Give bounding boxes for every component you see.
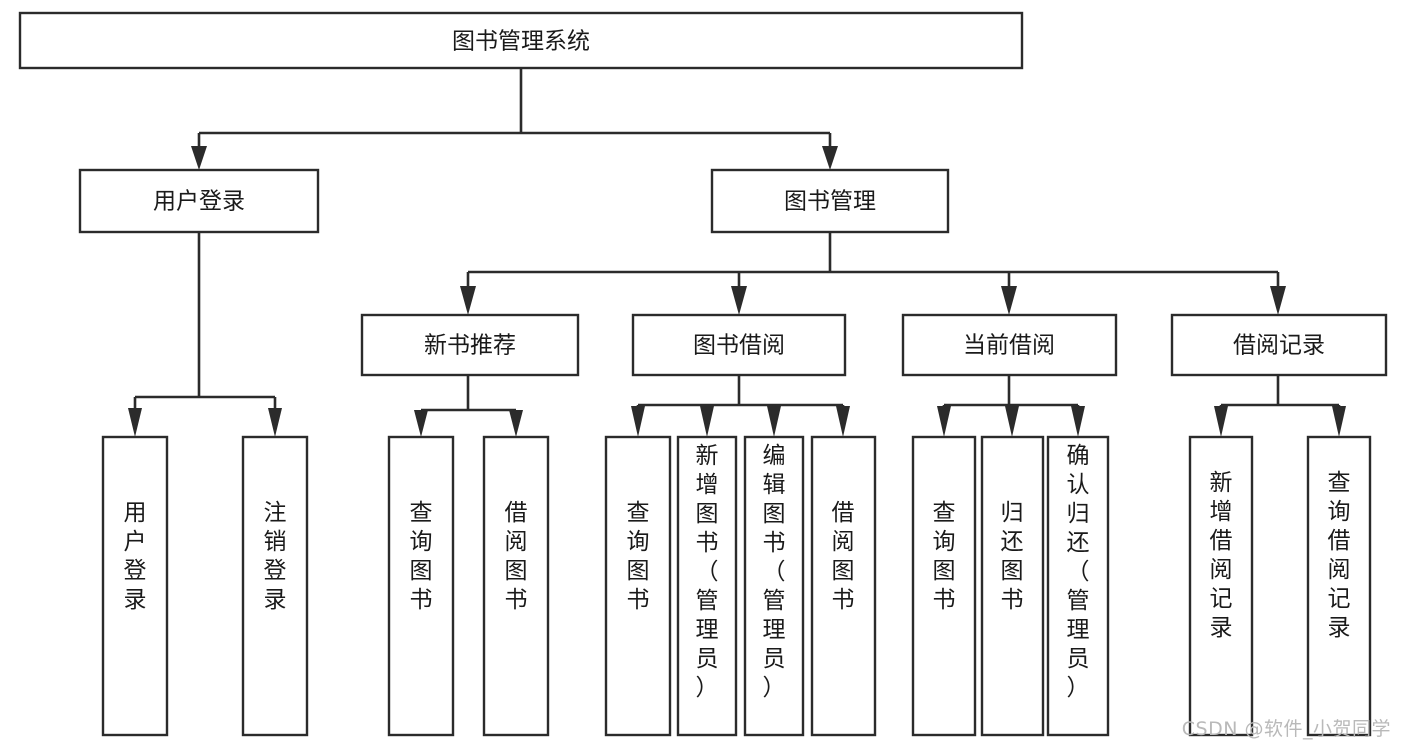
leaf-edit-book-admin-label: 编辑图书（管理员） xyxy=(763,443,786,701)
arrow-root-to-book-mgmt xyxy=(822,146,838,170)
book-borrow-box[interactable] xyxy=(631,313,847,377)
arrow-current-to-leaf3 xyxy=(1071,406,1085,437)
leaf-logout-label: 注销登录 xyxy=(264,500,287,613)
leaf-query-book-borrow[interactable]: 查询图书 xyxy=(604,435,672,737)
arrow-current-to-leaf1 xyxy=(937,406,951,437)
arrow-root-to-user-login xyxy=(191,146,207,170)
book-borrow-label: 图书借阅 xyxy=(693,333,785,359)
leaf-query-book-current-box[interactable] xyxy=(911,435,977,737)
arrow-userlogin-to-leaf1 xyxy=(128,408,142,437)
arrow-bookmgmt-to-current xyxy=(1001,286,1017,315)
borrow-record-label: 借阅记录 xyxy=(1233,333,1325,359)
leaf-add-borrow-record-box[interactable] xyxy=(1188,435,1254,737)
node-new-book-recommend[interactable]: 新书推荐 xyxy=(360,313,580,377)
leaf-user-login-label: 用户登录 xyxy=(124,500,147,613)
arrow-record-to-leaf1 xyxy=(1214,406,1228,437)
leaf-borrow-book-recommend-box[interactable] xyxy=(482,435,550,737)
node-current-borrow[interactable]: 当前借阅 xyxy=(901,313,1118,377)
arrow-bookmgmt-to-record xyxy=(1270,286,1286,315)
borrow-record-box[interactable] xyxy=(1170,313,1388,377)
book-management-box[interactable] xyxy=(710,168,950,234)
book-management-label: 图书管理 xyxy=(784,189,876,215)
arrow-current-to-leaf2 xyxy=(1005,406,1019,437)
leaf-borrow-book-recommend-label: 借阅图书 xyxy=(505,500,528,613)
leaf-borrow-book-recommend[interactable]: 借阅图书 xyxy=(482,435,550,737)
leaf-query-book-borrow-box[interactable] xyxy=(604,435,672,737)
leaf-add-book-admin-label: 新增图书（管理员） xyxy=(696,443,719,701)
arrow-borrow-to-leaf4 xyxy=(836,406,850,437)
node-book-borrow[interactable]: 图书借阅 xyxy=(631,313,847,377)
root-label: 图书管理系统 xyxy=(452,29,590,55)
leaf-borrow-book-box[interactable] xyxy=(810,435,877,737)
leaf-query-book-recommend[interactable]: 查询图书 xyxy=(387,435,455,737)
current-borrow-box[interactable] xyxy=(901,313,1118,377)
leaf-add-borrow-record-label: 新增借阅记录 xyxy=(1210,470,1233,641)
leaf-query-book-current[interactable]: 查询图书 xyxy=(911,435,977,737)
arrow-borrow-to-leaf1 xyxy=(631,406,645,437)
leaf-logout-box[interactable] xyxy=(241,435,309,737)
arrow-newbook-to-leaf1 xyxy=(414,410,428,437)
new-book-recommend-box[interactable] xyxy=(360,313,580,377)
leaf-add-book-admin-box[interactable] xyxy=(676,435,738,737)
leaf-confirm-return-admin[interactable]: 确认归还（管理员） xyxy=(1046,435,1110,737)
new-book-recommend-label: 新书推荐 xyxy=(424,333,516,359)
arrow-borrow-to-leaf3 xyxy=(767,406,781,437)
leaf-edit-book-admin-box[interactable] xyxy=(743,435,805,737)
leaf-query-book-recommend-box[interactable] xyxy=(387,435,455,737)
user-login-box[interactable] xyxy=(78,168,320,234)
arrow-borrow-to-leaf2 xyxy=(700,406,714,437)
leaf-query-book-current-label: 查询图书 xyxy=(933,500,956,613)
arrow-bookmgmt-to-borrow xyxy=(731,286,747,315)
leaf-query-book-borrow-label: 查询图书 xyxy=(627,500,650,613)
leaf-confirm-return-admin-label: 确认归还（管理员） xyxy=(1067,443,1090,701)
node-borrow-record[interactable]: 借阅记录 xyxy=(1170,313,1388,377)
leaf-edit-book-admin[interactable]: 编辑图书（管理员） xyxy=(743,435,805,737)
leaf-confirm-return-admin-box[interactable] xyxy=(1046,435,1110,737)
root-box[interactable] xyxy=(18,11,1024,70)
connector-layer xyxy=(128,68,1346,437)
leaf-return-book-label: 归还图书 xyxy=(1001,500,1024,613)
arrow-bookmgmt-to-newbook xyxy=(460,286,476,315)
current-borrow-label: 当前借阅 xyxy=(963,333,1055,359)
leaf-add-borrow-record[interactable]: 新增借阅记录 xyxy=(1188,435,1254,737)
arrow-newbook-to-leaf2 xyxy=(509,410,523,437)
leaf-query-borrow-record-box[interactable] xyxy=(1306,435,1372,737)
leaf-query-borrow-record[interactable]: 查询借阅记录 xyxy=(1306,435,1372,737)
arrow-userlogin-to-leaf2 xyxy=(268,408,282,437)
node-root-system[interactable]: 图书管理系统 xyxy=(18,11,1024,70)
leaf-query-book-recommend-label: 查询图书 xyxy=(410,500,433,613)
arrow-record-to-leaf2 xyxy=(1332,406,1346,437)
leaf-borrow-book[interactable]: 借阅图书 xyxy=(810,435,877,737)
node-user-login[interactable]: 用户登录 xyxy=(78,168,320,234)
leaf-add-book-admin[interactable]: 新增图书（管理员） xyxy=(676,435,738,737)
leaf-return-book-box[interactable] xyxy=(980,435,1045,737)
leaf-user-login[interactable]: 用户登录 xyxy=(101,435,169,737)
leaf-query-borrow-record-label: 查询借阅记录 xyxy=(1328,470,1351,641)
leaf-logout[interactable]: 注销登录 xyxy=(241,435,309,737)
leaf-borrow-book-label: 借阅图书 xyxy=(832,500,855,613)
leaf-user-login-box[interactable] xyxy=(101,435,169,737)
node-book-management[interactable]: 图书管理 xyxy=(710,168,950,234)
user-login-label: 用户登录 xyxy=(153,189,245,215)
leaf-return-book[interactable]: 归还图书 xyxy=(980,435,1045,737)
